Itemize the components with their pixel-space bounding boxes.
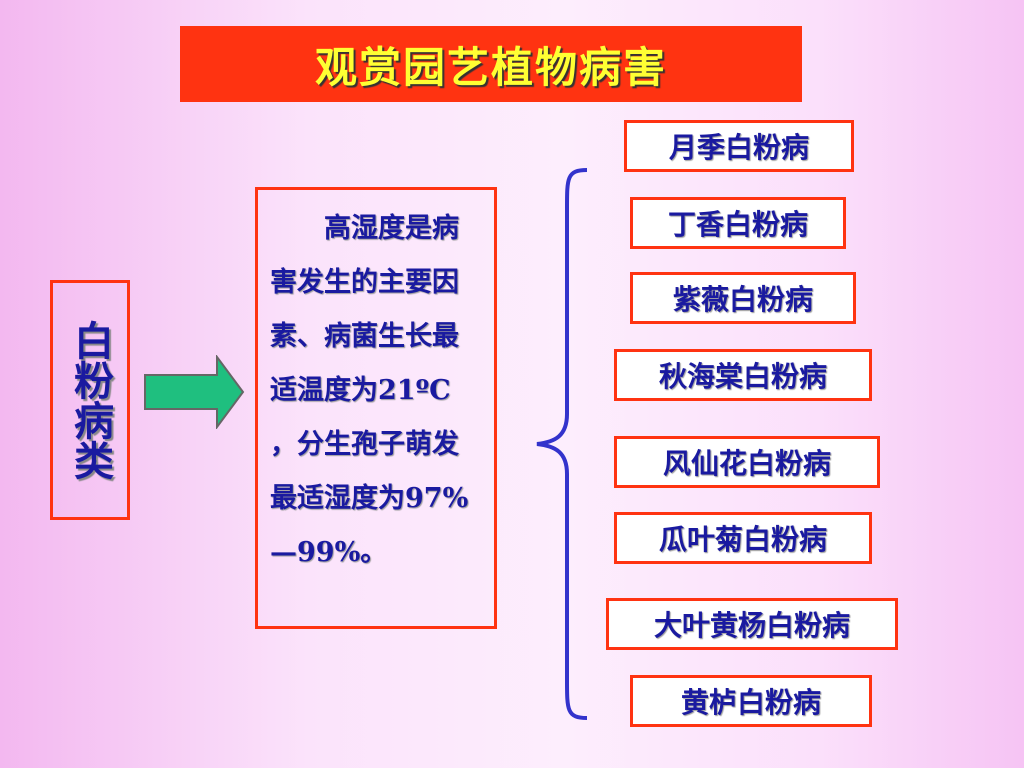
disease-item-ziwei: 紫薇白粉病 xyxy=(630,272,856,324)
disease-item-qiuhaitang: 秋海棠白粉病 xyxy=(614,349,872,401)
disease-item-huanglu: 黄栌白粉病 xyxy=(630,675,872,727)
disease-item-dayehuangyang: 大叶黄杨白粉病 xyxy=(606,598,898,650)
disease-item-yueji: 月季白粉病 xyxy=(624,120,854,172)
category-label: 白粉病类 xyxy=(67,320,113,480)
slide-title: 观赏园艺植物病害 xyxy=(314,42,667,92)
disease-item-dingxiang: 丁香白粉病 xyxy=(630,197,846,249)
disease-item-fengxianhua: 风仙花白粉病 xyxy=(614,436,880,488)
category-box: 白粉病类 xyxy=(50,280,130,520)
title-banner: 观赏园艺植物病害 xyxy=(180,26,802,102)
description-text: 高湿度是病害发生的主要因素、病菌生长最适温度为21ºC ，分生孢子萌发最适湿度为… xyxy=(270,213,469,568)
description-box: 高湿度是病害发生的主要因素、病菌生长最适温度为21ºC ，分生孢子萌发最适湿度为… xyxy=(255,187,497,629)
disease-item-guayeju: 瓜叶菊白粉病 xyxy=(614,512,872,564)
right-arrow-icon xyxy=(144,355,245,429)
curly-brace-icon xyxy=(536,168,588,720)
